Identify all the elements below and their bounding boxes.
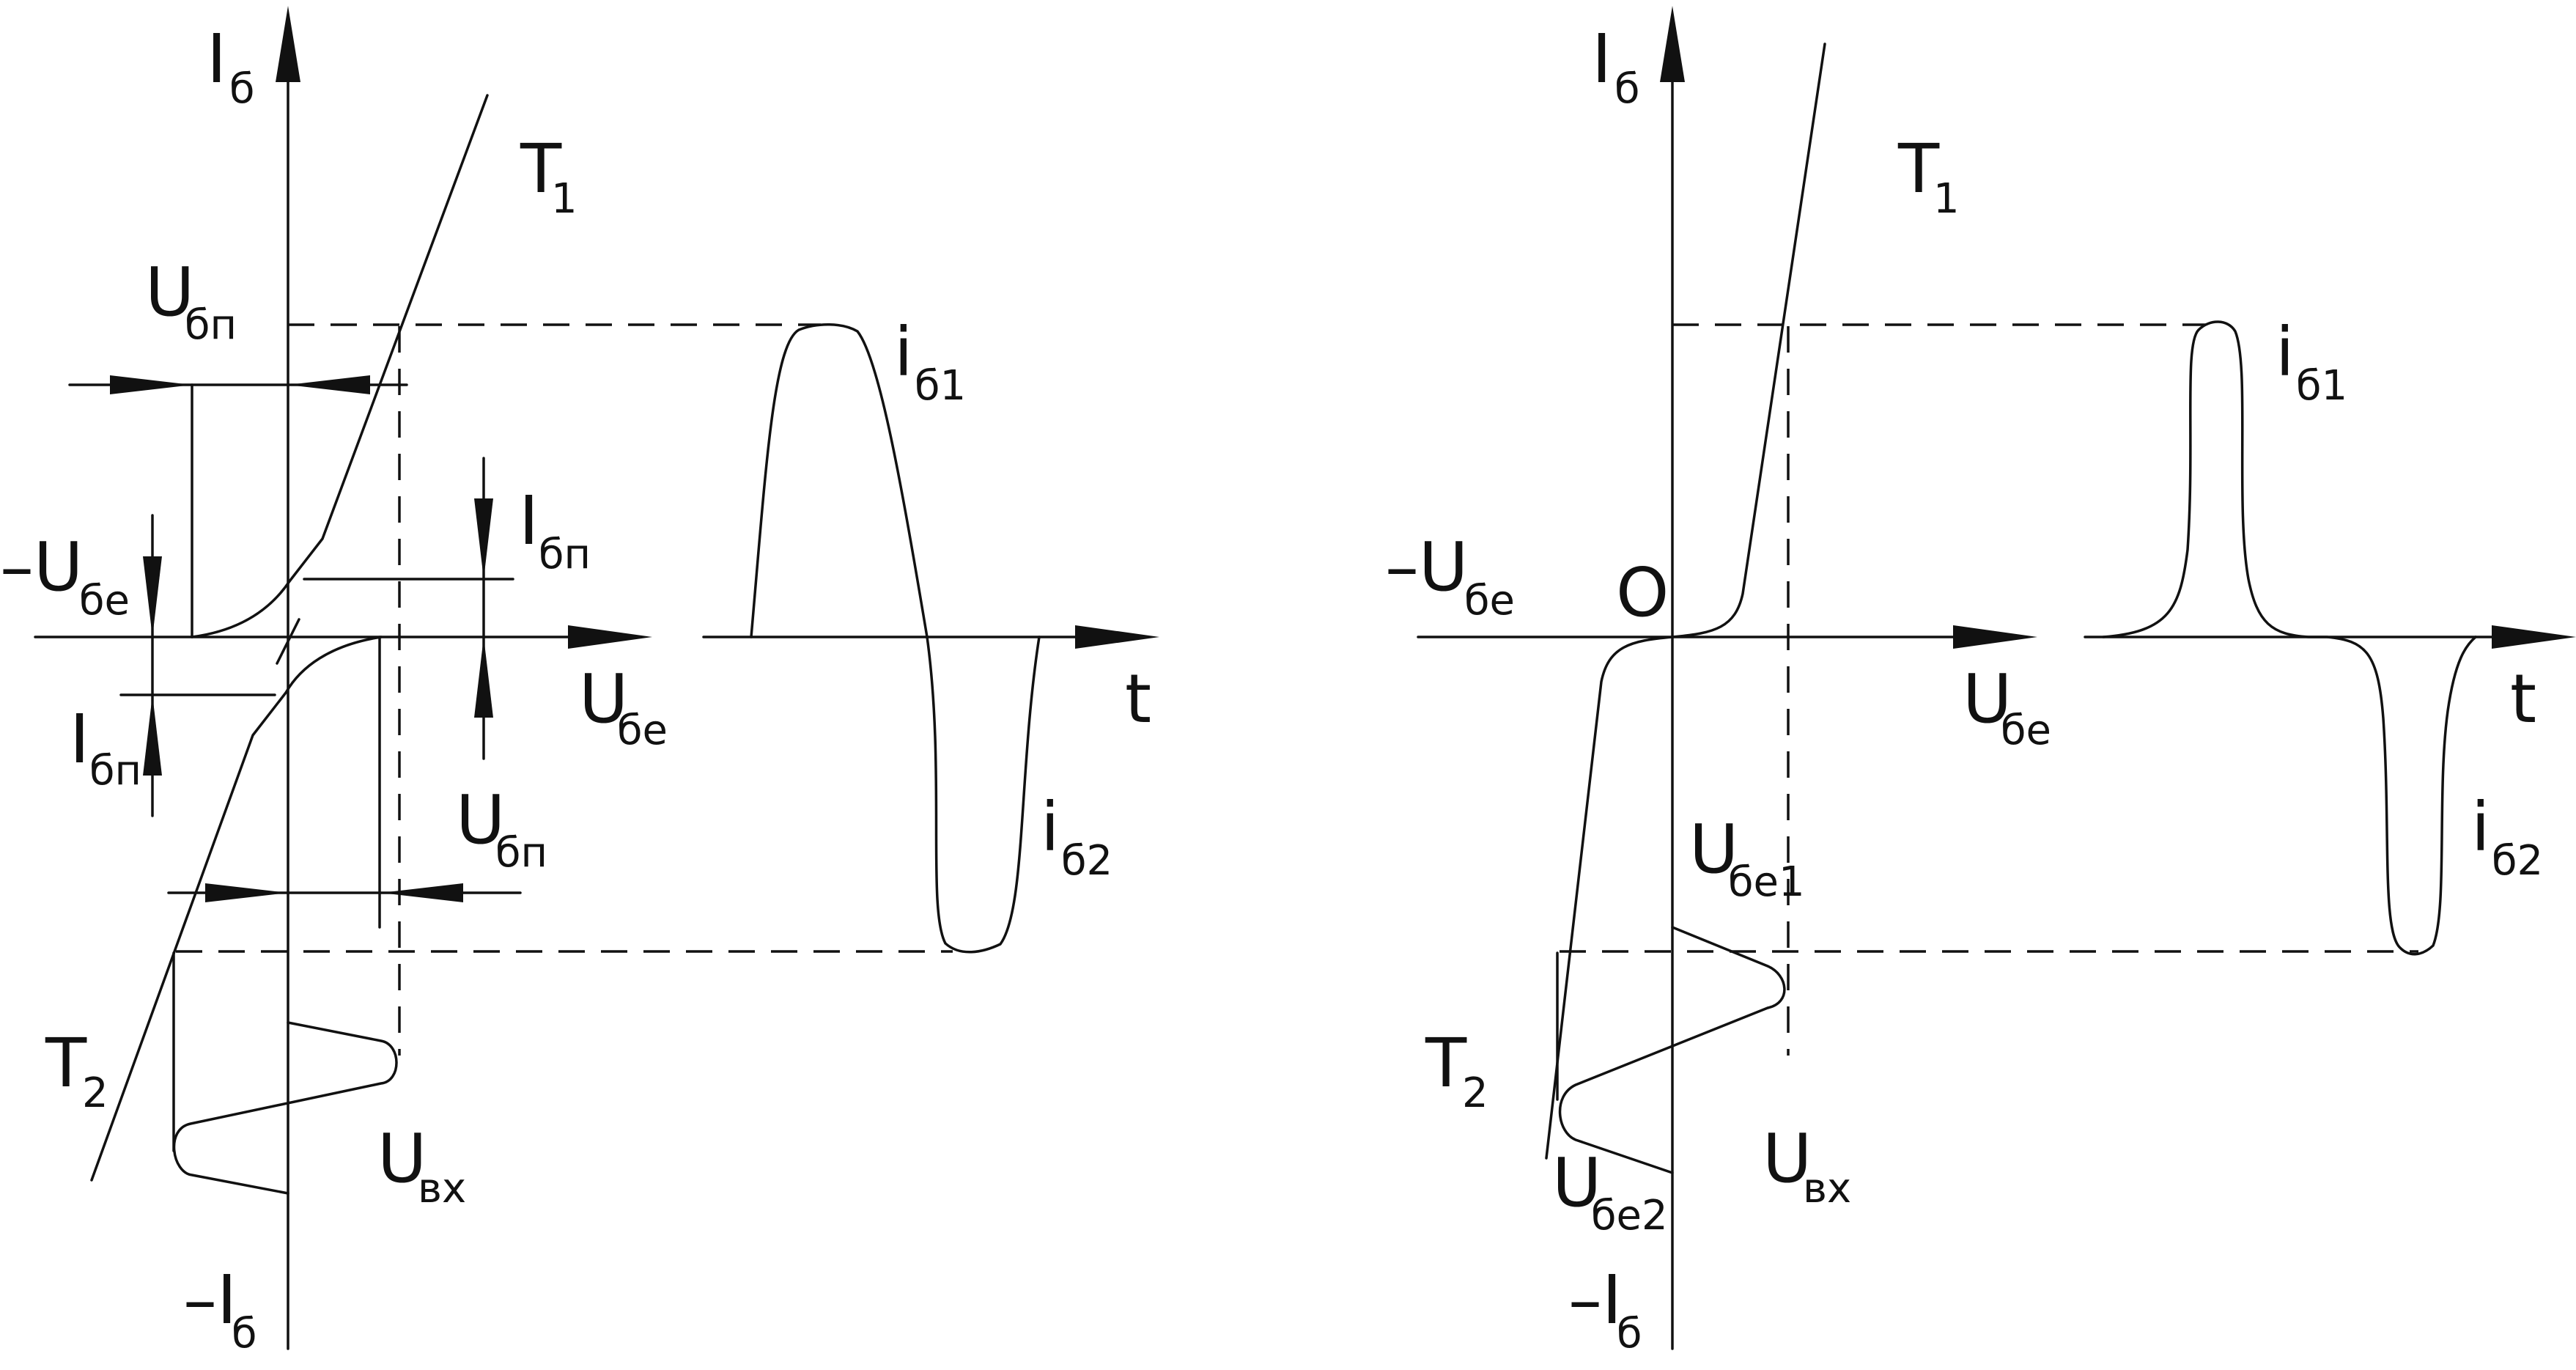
left-time-axis-label: t xyxy=(1125,660,1151,738)
left-y-axis-neg-label: –I xyxy=(183,1261,237,1339)
left-ubp-top-label: U xyxy=(145,253,194,331)
right-output-current xyxy=(2102,320,2477,956)
left-ubp-top-label-sub: бп xyxy=(185,301,237,349)
left-ubp-bottom-label: U xyxy=(456,781,505,859)
left-x-axis-label: U xyxy=(579,660,628,738)
left-t1-label: T xyxy=(520,130,562,208)
right-ube2-label-sub: бe2 xyxy=(1591,1192,1668,1240)
right-y-axis-arrow xyxy=(1660,6,1685,82)
right-ib1-label-sub: б1 xyxy=(2296,362,2347,410)
left-ibp-top-label: I xyxy=(519,482,539,560)
left-ubp-top-arrow-left xyxy=(110,375,192,394)
left-t1-characteristic xyxy=(191,94,489,638)
right-y-axis-neg-label: –I xyxy=(1568,1261,1622,1339)
left-y-axis-neg-label-sub: б xyxy=(232,1310,257,1358)
left-t2-label: T xyxy=(45,1024,87,1102)
right-ube2-label: U xyxy=(1552,1143,1601,1222)
left-t2-characteristic xyxy=(90,636,383,1182)
left-ubp-bottom-arrow-right xyxy=(381,883,463,902)
left-ibp-bottom-label-sub: бп xyxy=(89,747,141,795)
right-x-axis-label-sub: бe xyxy=(2001,707,2051,754)
right-t2-characteristic xyxy=(1545,636,1674,1160)
left-ideal-segment xyxy=(276,618,300,665)
left-ib1-label: i xyxy=(894,313,913,391)
left-y-axis-label: I xyxy=(207,20,226,98)
right-ube1-label: U xyxy=(1689,810,1738,888)
right-ib2-label-sub: б2 xyxy=(2492,837,2543,885)
left-ibp-top-label-sub: бп xyxy=(539,531,591,578)
left-ibp-top-arrow-down xyxy=(474,498,493,579)
left-ubp-top-arrow-right xyxy=(288,375,370,394)
left-ibp-bottom-arrow-down xyxy=(143,556,162,637)
right-ib1-label: i xyxy=(2276,313,2295,391)
right-ib2-label: i xyxy=(2471,788,2490,866)
right-panel: I б –I б U бe t O T 1 T 2 –U бe U бe1 U … xyxy=(1385,6,2576,1358)
left-ibp-top-arrow-up xyxy=(474,637,493,718)
left-uvx-label-sub: вх xyxy=(418,1165,466,1212)
right-origin-label: O xyxy=(1616,553,1669,632)
left-x-axis-arrow xyxy=(568,625,652,649)
right-neg-ube-label-sub: бe xyxy=(1464,577,1515,625)
right-ube1-label-sub: бe1 xyxy=(1728,858,1805,906)
left-ibp-bottom-label: I xyxy=(70,700,89,778)
right-t1-characteristic xyxy=(1671,43,1826,638)
right-input-signal xyxy=(1558,926,1786,1174)
right-time-axis-arrow xyxy=(2492,625,2576,649)
left-x-axis-label-sub: бe xyxy=(617,707,668,754)
right-y-axis-label-sub: б xyxy=(1614,65,1640,113)
right-uvx-label: U xyxy=(1763,1119,1812,1198)
left-ib1-label-sub: б1 xyxy=(915,362,966,410)
left-ubp-bottom-label-sub: бп xyxy=(495,829,547,877)
left-time-axis-arrow xyxy=(1075,625,1159,649)
right-t2-label: T xyxy=(1425,1024,1467,1102)
left-t2-label-sub: 2 xyxy=(82,1069,108,1117)
left-neg-ube-label: –U xyxy=(0,528,83,606)
right-y-axis-neg-label-sub: б xyxy=(1617,1310,1642,1358)
left-neg-ube-label-sub: бe xyxy=(79,577,130,625)
left-output-current xyxy=(750,323,1041,954)
left-t1-label-sub: 1 xyxy=(551,175,577,223)
left-ibp-bottom-arrow-up xyxy=(143,695,162,776)
right-t2-label-sub: 2 xyxy=(1462,1069,1488,1117)
right-t1-label-sub: 1 xyxy=(1933,175,1960,223)
right-neg-ube-label: –U xyxy=(1385,528,1468,606)
left-panel: I б –I б U бe t T 1 T 2 U бп U бп I бп I… xyxy=(0,6,1159,1358)
left-ib2-label-sub: б2 xyxy=(1061,837,1112,885)
left-y-axis-arrow xyxy=(276,6,300,82)
left-uvx-label: U xyxy=(377,1119,427,1198)
right-x-axis-arrow xyxy=(1953,625,2037,649)
right-x-axis-label: U xyxy=(1963,660,2012,738)
right-t1-label: T xyxy=(1897,130,1940,208)
left-y-axis-label-sub: б xyxy=(229,65,255,113)
right-y-axis-label: I xyxy=(1592,20,1612,98)
right-time-axis-label: t xyxy=(2510,660,2536,738)
left-ubp-bottom-arrow-left xyxy=(205,883,288,902)
right-uvx-label-sub: вх xyxy=(1803,1165,1851,1212)
left-input-signal xyxy=(172,1021,398,1195)
left-ib2-label: i xyxy=(1041,788,1060,866)
